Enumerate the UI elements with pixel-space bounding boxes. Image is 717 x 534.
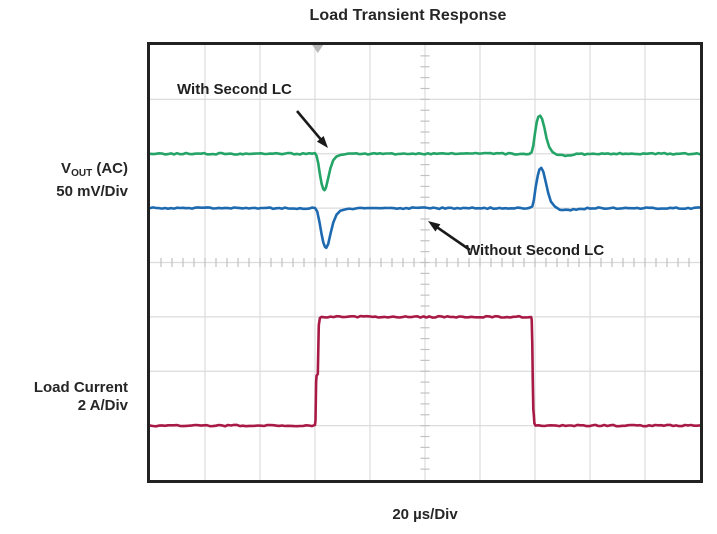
annotation-arrow-line-with [296, 110, 323, 142]
annotation-arrowhead-without [428, 221, 441, 232]
vout-subscript: OUT [71, 168, 93, 179]
trace-with-second-lc [150, 114, 700, 192]
timebase-label: 20 µs/Div [392, 506, 458, 523]
trigger-marker-icon [312, 45, 324, 53]
trace-without-second-lc [150, 166, 700, 250]
annotation-with-second-lc: With Second LC [177, 81, 292, 98]
vout-axis-label: VOUT (AC) 50 mV/Div [0, 160, 128, 201]
annotation-arrow-line-without [435, 225, 471, 252]
scope-graticule: With Second LC Without Second LC [147, 42, 703, 483]
trace-load-current [150, 314, 700, 428]
annotation-arrowhead-with [316, 135, 328, 148]
vout-axis-line1: VOUT (AC) [61, 160, 128, 179]
scope-canvas [150, 45, 700, 480]
annotation-without-second-lc: Without Second LC [466, 242, 605, 259]
load-axis-scale: 2 A/Div [77, 397, 128, 414]
load-axis-line1: Load Current [33, 379, 128, 396]
load-current-axis-label: Load Current 2 A/Div [0, 379, 128, 415]
chart-title: Load Transient Response [309, 7, 507, 24]
vout-axis-scale: 50 mV/Div [56, 183, 128, 200]
